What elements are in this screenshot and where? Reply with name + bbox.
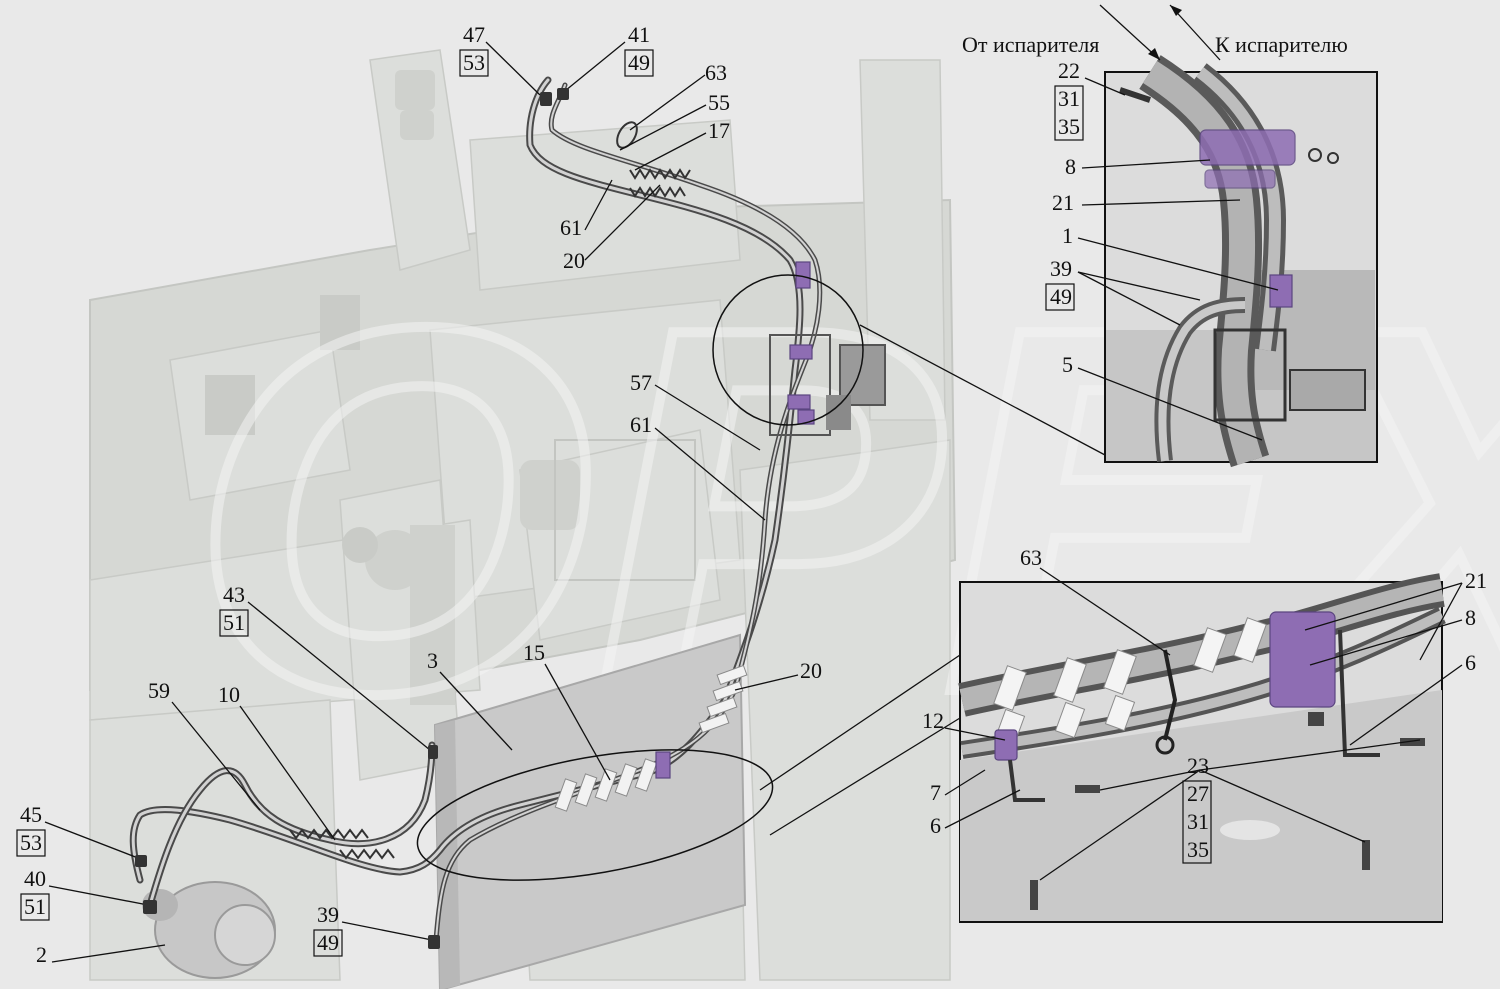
detail-ellipse-bottom — [416, 749, 774, 881]
inset-bottom: 63 21 8 6 12 7 6 23 27 31 35 — [922, 545, 1487, 923]
label-to-evaporator: К испарителю — [1215, 32, 1348, 57]
inset-top: От испарителя К испарителю 22 31 35 8 21… — [962, 4, 1378, 468]
callout-51-bottom: 51 — [24, 894, 46, 919]
fittings — [135, 88, 569, 949]
callout-63-inset: 63 — [1020, 545, 1042, 570]
callout-41: 41 — [628, 22, 650, 47]
callout-39-bottom: 39 — [317, 902, 339, 927]
callout-39: 39 — [1050, 256, 1072, 281]
callout-6a-inset: 6 — [1465, 650, 1476, 675]
compressor — [142, 881, 276, 979]
callout-17: 17 — [708, 118, 730, 143]
callout-12-inset: 12 — [922, 708, 944, 733]
callout-40: 40 — [24, 866, 46, 891]
callout-1: 1 — [1062, 223, 1073, 248]
callout-7-inset: 7 — [930, 780, 941, 805]
callout-21: 21 — [1052, 190, 1074, 215]
callout-35-inset: 35 — [1187, 837, 1209, 862]
callout-31-inset: 31 — [1187, 809, 1209, 834]
callout-43: 43 — [223, 582, 245, 607]
callout-49: 49 — [1050, 284, 1072, 309]
callout-20-lower: 20 — [800, 658, 822, 683]
callout-22: 22 — [1058, 58, 1080, 83]
callout-61-mid: 61 — [630, 412, 652, 437]
callout-27: 27 — [1187, 781, 1209, 806]
callout-63: 63 — [705, 60, 727, 85]
callout-8-inset: 8 — [1465, 605, 1476, 630]
callout-3: 3 — [427, 648, 438, 673]
callout-10: 10 — [218, 682, 240, 707]
bracket-group — [769, 334, 886, 436]
main-callouts: 47 53 41 49 63 55 17 61 20 57 61 43 51 3… — [16, 22, 822, 967]
wrap-tapes — [554, 261, 815, 812]
callout-2: 2 — [36, 942, 47, 967]
label-from-evaporator: От испарителя — [962, 32, 1099, 57]
callout-21-inset: 21 — [1465, 568, 1487, 593]
callout-31: 31 — [1058, 86, 1080, 111]
callout-8: 8 — [1065, 154, 1076, 179]
callout-51-mid: 51 — [223, 610, 245, 635]
detail-circle-top — [712, 274, 864, 426]
callout-49-bottom: 49 — [317, 930, 339, 955]
callout-53-bottom: 53 — [20, 830, 42, 855]
callout-49-top: 49 — [628, 50, 650, 75]
callout-45: 45 — [20, 802, 42, 827]
callout-57: 57 — [630, 370, 652, 395]
callout-53-top: 53 — [463, 50, 485, 75]
callout-55: 55 — [708, 90, 730, 115]
callout-15: 15 — [523, 640, 545, 665]
callout-6b-inset: 6 — [930, 813, 941, 838]
callout-61-top: 61 — [560, 215, 582, 240]
callout-20-top: 20 — [563, 248, 585, 273]
callout-23: 23 — [1187, 753, 1209, 778]
callout-59: 59 — [148, 678, 170, 703]
callout-47: 47 — [463, 22, 485, 47]
callout-35: 35 — [1058, 114, 1080, 139]
callout-5: 5 — [1062, 352, 1073, 377]
